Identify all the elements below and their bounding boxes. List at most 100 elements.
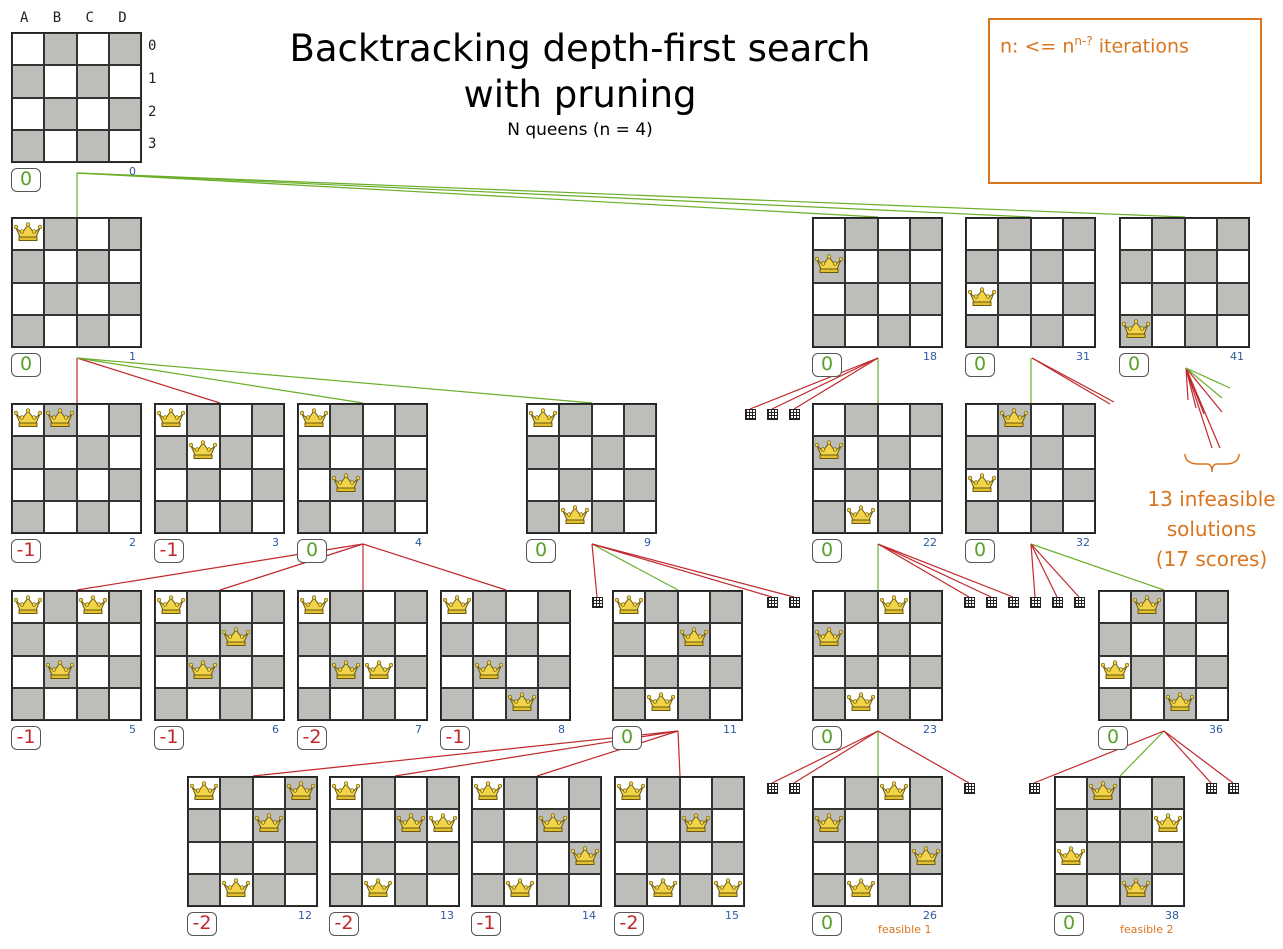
board-cell <box>813 873 846 906</box>
board-cell <box>394 436 427 469</box>
board-cell <box>966 468 999 501</box>
board-cell <box>1062 436 1095 469</box>
board-cell <box>845 687 878 720</box>
board-cell <box>12 436 45 469</box>
pruned-board-icon <box>986 597 997 608</box>
board-cell <box>108 97 141 130</box>
board-cell <box>1087 873 1120 906</box>
queen-icon <box>561 505 590 529</box>
board-node-23 <box>812 590 943 721</box>
pruned-edge <box>1033 730 1165 784</box>
node-number: 3 <box>272 536 279 549</box>
board-cell <box>108 404 141 437</box>
diagram-subtitle: N queens (n = 4) <box>507 120 653 140</box>
queen-icon <box>967 286 997 311</box>
infeasible-line-2: solutions <box>1166 517 1257 541</box>
board-node-8 <box>440 590 571 721</box>
board-cell <box>1087 777 1120 810</box>
board-cell <box>845 404 878 437</box>
queen-icon <box>507 692 536 716</box>
board-cell <box>330 468 363 501</box>
board-cell <box>44 218 77 251</box>
board-cell <box>12 218 45 251</box>
board-cell <box>813 250 846 283</box>
board-cell <box>559 436 592 469</box>
board-cell <box>813 809 846 842</box>
queen-icon <box>570 845 600 870</box>
board-cell <box>1030 282 1063 315</box>
board-cell <box>877 404 910 437</box>
board-cell <box>813 436 846 469</box>
node-number: 9 <box>644 536 651 549</box>
board-cell <box>284 841 317 874</box>
pruned-edge <box>793 730 879 784</box>
board-cell <box>813 591 846 624</box>
board-cell <box>647 873 680 906</box>
queen-icon <box>286 781 316 805</box>
board-cell <box>44 468 77 501</box>
board-cell <box>845 250 878 283</box>
feasible-edge <box>1185 367 1223 399</box>
legend-prefix: n: <= n <box>1000 35 1075 58</box>
board-cell <box>711 777 744 810</box>
board-cell <box>394 623 427 656</box>
board-cell <box>473 687 506 720</box>
board-cell <box>1184 250 1217 283</box>
board-cell <box>220 873 253 906</box>
pruned-edge <box>1163 730 1212 784</box>
queen-icon <box>189 781 219 805</box>
board-cell <box>645 591 678 624</box>
board-cell <box>1030 314 1063 347</box>
board-cell <box>284 777 317 810</box>
board-cell <box>559 468 592 501</box>
board-cell <box>108 655 141 688</box>
node-number: 4 <box>415 536 422 549</box>
node-number: 13 <box>440 909 454 922</box>
board-cell <box>1216 314 1249 347</box>
board-cell <box>845 500 878 533</box>
node-number: 15 <box>725 909 739 922</box>
node-number: 14 <box>582 909 596 922</box>
board-cell <box>298 404 331 437</box>
board-cell <box>298 500 331 533</box>
board-node-4 <box>297 403 428 534</box>
board-cell <box>909 687 942 720</box>
board-cell <box>677 623 710 656</box>
board-cell <box>909 591 942 624</box>
board-cell <box>426 841 459 874</box>
board-cell <box>813 655 846 688</box>
board-cell <box>12 65 45 98</box>
board-cell <box>1062 282 1095 315</box>
queen-icon <box>13 408 43 432</box>
pruned-edge <box>771 357 879 410</box>
board-cell <box>536 809 569 842</box>
board-cell <box>813 282 846 315</box>
board-cell <box>1030 468 1063 501</box>
board-cell <box>44 97 77 130</box>
queen-icon <box>967 472 997 497</box>
board-cell <box>615 873 648 906</box>
board-cell <box>998 250 1031 283</box>
board-cell <box>877 841 910 874</box>
board-cell <box>394 500 427 533</box>
board-cell <box>394 873 427 906</box>
board-cell <box>998 218 1031 251</box>
pruned-board-icon <box>767 409 778 420</box>
queen-icon <box>616 781 646 805</box>
legend-suffix: iterations <box>1092 35 1189 58</box>
board-cell <box>709 623 742 656</box>
board-cell <box>677 687 710 720</box>
score-badge: -1 <box>11 539 41 563</box>
pruned-edge <box>877 543 1014 598</box>
node-number: 11 <box>723 723 737 736</box>
board-cell <box>1119 809 1152 842</box>
board-cell <box>877 873 910 906</box>
board-node-18 <box>812 217 943 348</box>
board-cell <box>909 777 942 810</box>
board-node-22 <box>812 403 943 534</box>
infeasible-line-3: (17 scores) <box>1155 547 1268 571</box>
board-cell <box>44 436 77 469</box>
board-cell <box>330 591 363 624</box>
board-cell <box>909 809 942 842</box>
